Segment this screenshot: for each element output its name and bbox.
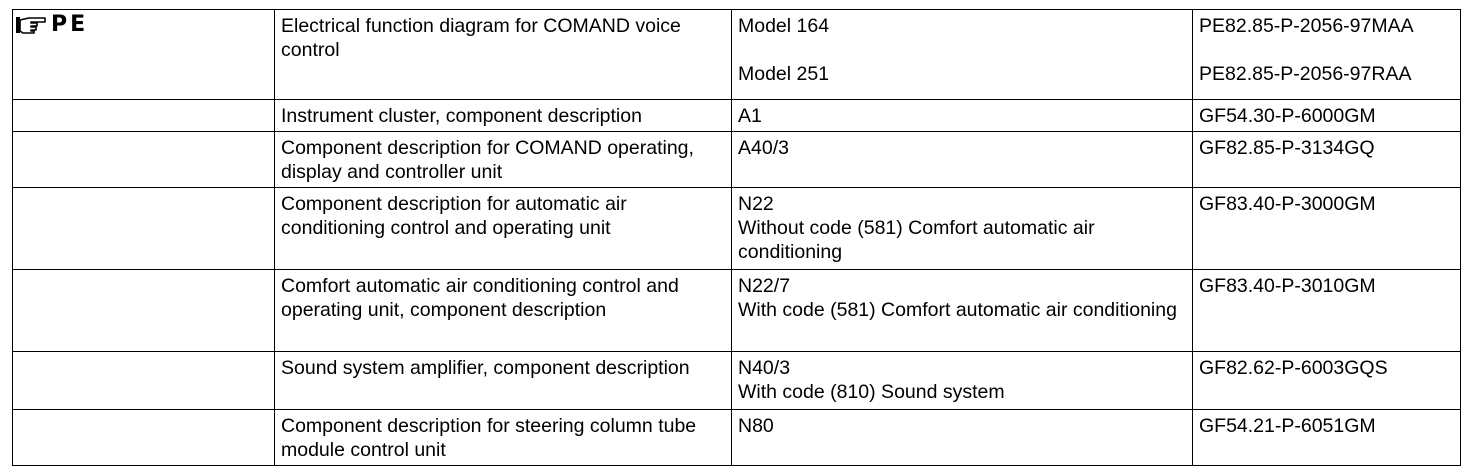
scope-model-251: Model 251 (738, 63, 830, 85)
table-row: Instrument cluster, component descriptio… (12, 99, 1461, 132)
row-description: Component description for COMAND operati… (281, 137, 694, 183)
description-cell: Instrument cluster, component descriptio… (274, 99, 732, 132)
scope-cell: N22 Without code (581) Comfort automatic… (731, 187, 1193, 270)
row-description: Component description for steering colum… (281, 415, 697, 461)
scope-condition: With code (810) Sound system (738, 381, 1005, 403)
document-cell: GF82.62-P-6003GQS (1192, 351, 1461, 410)
document-link[interactable]: PE82.85-P-2056-97MAA (1199, 15, 1414, 37)
description-cell: Electrical function diagram for COMAND v… (274, 9, 732, 100)
document-cell: GF83.40-P-3010GM (1192, 269, 1461, 352)
scope-cell: N80 (731, 409, 1193, 466)
empty-cell (12, 187, 275, 270)
scope-component: A40/3 (738, 137, 789, 159)
document-cell: GF82.85-P-3134GQ (1192, 131, 1461, 188)
document-link[interactable]: PE82.85-P-2056-97RAA (1199, 63, 1412, 85)
description-cell: Component description for steering colum… (274, 409, 732, 466)
row-description: Comfort automatic air conditioning contr… (281, 275, 679, 321)
pe-label: PE (51, 12, 89, 37)
table-row: Component description for automatic air … (12, 187, 1461, 270)
table-row: PE Electrical function diagram for COMAN… (12, 9, 1461, 100)
scope-cell: N40/3 With code (810) Sound system (731, 351, 1193, 410)
scope-component: N40/3 (738, 357, 791, 379)
scope-component: N22 (738, 193, 774, 215)
row-description: Component description for automatic air … (281, 193, 627, 239)
empty-cell (12, 131, 275, 188)
scope-component: A1 (738, 105, 762, 127)
scope-condition: With code (581) Comfort automatic air co… (738, 299, 1177, 321)
reference-table: PE Electrical function diagram for COMAN… (12, 9, 1461, 466)
document-link[interactable]: GF54.21-P-6051GM (1199, 415, 1376, 437)
table-row: Comfort automatic air conditioning contr… (12, 269, 1461, 352)
table-row: Component description for steering colum… (12, 409, 1461, 466)
scope-component: N80 (738, 415, 774, 437)
scope-component: N22/7 (738, 275, 791, 297)
document-cell: GF54.21-P-6051GM (1192, 409, 1461, 466)
empty-cell (12, 99, 275, 132)
row-description: Instrument cluster, component descriptio… (281, 105, 642, 127)
empty-cell (12, 351, 275, 410)
document-link[interactable]: GF83.40-P-3010GM (1199, 275, 1376, 297)
document-cell: PE82.85-P-2056-97MAA PE82.85-P-2056-97RA… (1192, 9, 1461, 100)
description-cell: Component description for COMAND operati… (274, 131, 732, 188)
scope-cell: N22/7 With code (581) Comfort automatic … (731, 269, 1193, 352)
description-cell: Component description for automatic air … (274, 187, 732, 270)
document-link[interactable]: GF83.40-P-3000GM (1199, 193, 1376, 215)
scope-cell: A40/3 (731, 131, 1193, 188)
row-description: Sound system amplifier, component descri… (281, 357, 690, 379)
empty-cell (12, 269, 275, 352)
scope-condition: Without code (581) Comfort automatic air… (738, 217, 1095, 263)
document-cell: GF54.30-P-6000GM (1192, 99, 1461, 132)
row-description: Electrical function diagram for COMAND v… (281, 15, 681, 61)
document-link[interactable]: GF82.62-P-6003GQS (1199, 357, 1388, 379)
pointing-hand-icon (16, 17, 46, 34)
pe-marker: PE (15, 14, 88, 36)
scope-cell: Model 164 Model 251 (731, 9, 1193, 100)
table-row: Component description for COMAND operati… (12, 131, 1461, 188)
document-link[interactable]: GF82.85-P-3134GQ (1199, 137, 1375, 159)
document-cell: GF83.40-P-3000GM (1192, 187, 1461, 270)
scope-cell: A1 (731, 99, 1193, 132)
description-cell: Comfort automatic air conditioning contr… (274, 269, 732, 352)
description-cell: Sound system amplifier, component descri… (274, 351, 732, 410)
table-row: Sound system amplifier, component descri… (12, 351, 1461, 410)
document-link[interactable]: GF54.30-P-6000GM (1199, 105, 1376, 127)
pe-marker-cell: PE (12, 9, 275, 100)
empty-cell (12, 409, 275, 466)
scope-model-164: Model 164 (738, 15, 830, 37)
